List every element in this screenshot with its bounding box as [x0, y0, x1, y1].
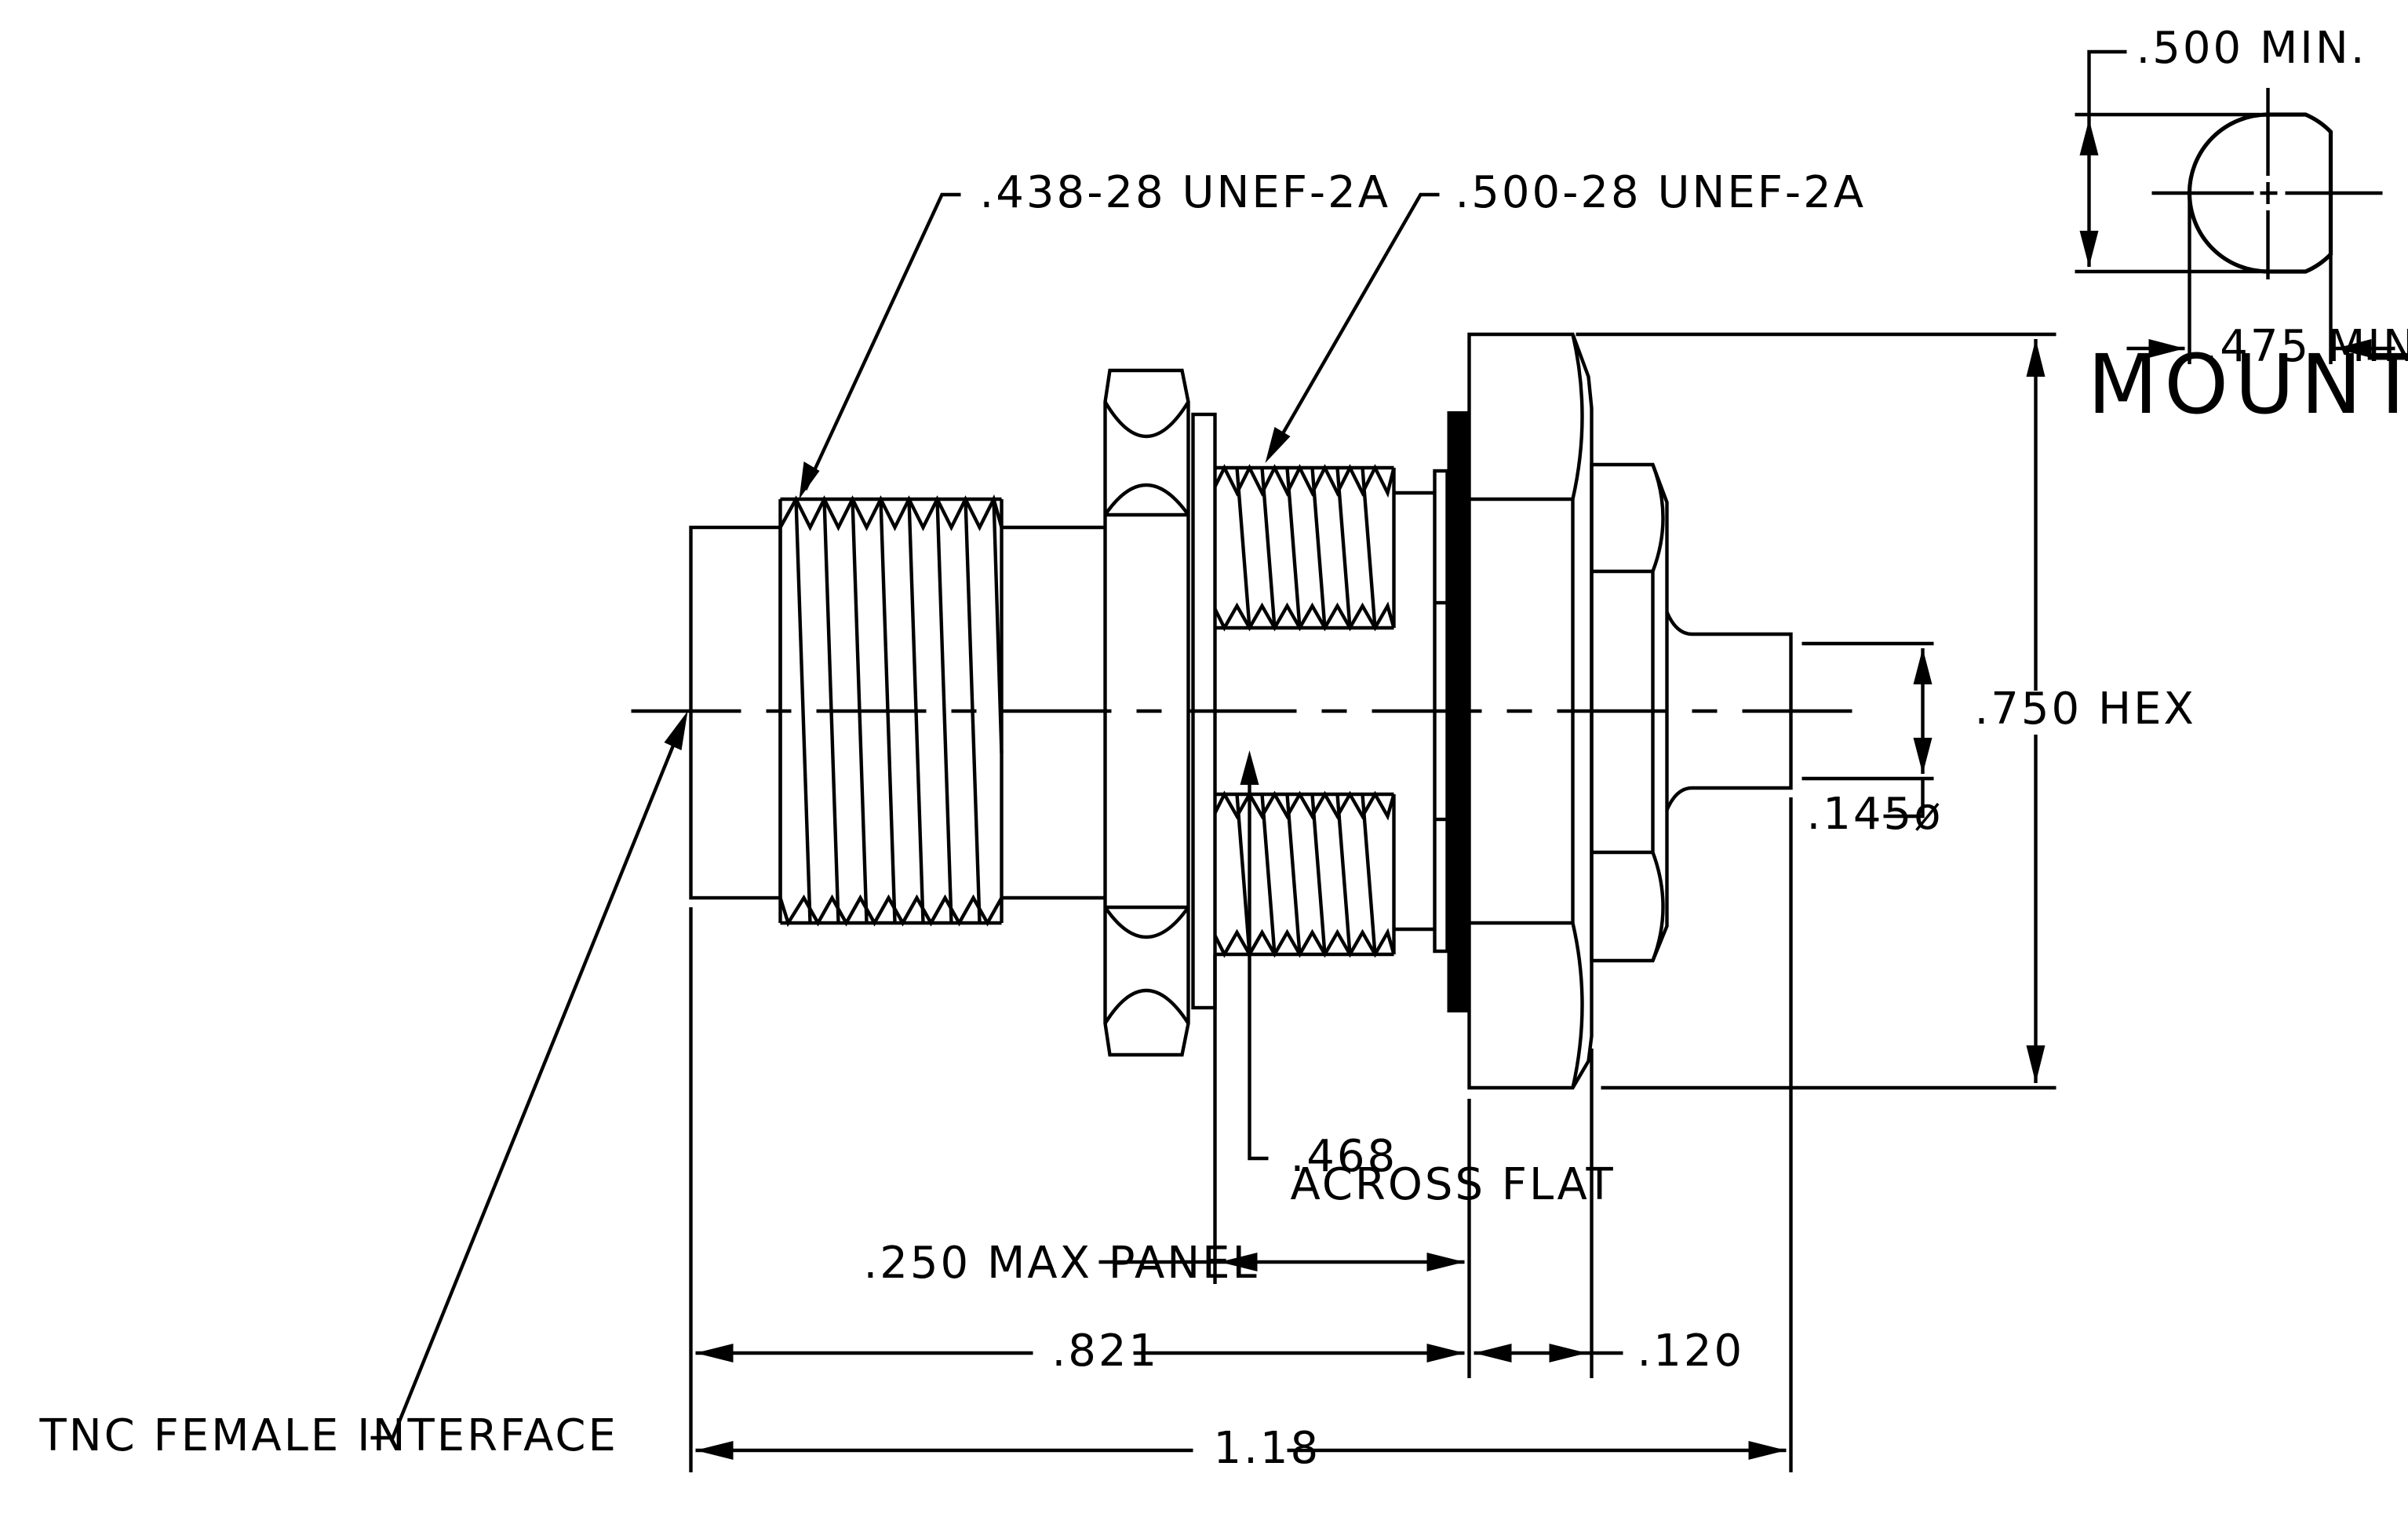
max-panel-label: .250 MAX PANEL: [864, 1238, 1259, 1289]
hex-label: .750 HEX: [1975, 684, 2196, 735]
max-panel-dimension: [1098, 1253, 1465, 1271]
across-flat-leader: [1240, 750, 1269, 1161]
across-flat-value: .468: [1291, 1131, 1398, 1182]
pin-dia-label: .145ø: [1807, 789, 1944, 840]
dim-120-label: .120: [1638, 1326, 1745, 1377]
thread-large-label: .500-28 UNEF-2A: [1455, 167, 1867, 218]
rear-hex-flange: [1467, 332, 1594, 1090]
thread-small-leader: [799, 192, 961, 499]
rear-thread-lower: [1213, 790, 1396, 958]
mount-min-475-label: .475 MIN.: [2204, 321, 2408, 372]
across-flat-text: ACROSS FLAT: [1291, 1159, 1616, 1210]
mount-min-500-label: .500 MIN.: [2137, 23, 2367, 74]
front-thread: [778, 494, 1004, 928]
extension-lines: [689, 332, 2056, 1472]
mounting-hole-title: MOUNTING HOLE: [2088, 337, 2408, 432]
hex-dimension: [2026, 339, 2046, 1083]
dim-821-label: .821: [1052, 1326, 1160, 1377]
rear-nut: [1590, 462, 1669, 963]
panel-gasket: [1447, 411, 1470, 1012]
rear-pin: [1665, 611, 1793, 811]
pin-dia-dimension: [1883, 648, 1933, 819]
front-neck: [1001, 525, 1106, 900]
thread-small-label: .438-28 UNEF-2A: [980, 167, 1391, 218]
front-hex-nut: [1103, 368, 1190, 1057]
lock-washer: [1191, 412, 1217, 1010]
mounting-hole-detail: [2075, 49, 2395, 364]
dim-118: [695, 1441, 1787, 1460]
dim-821: [695, 1344, 1465, 1362]
thread-large-leader: [1265, 192, 1440, 463]
rear-thread-upper: [1213, 464, 1396, 632]
dim-120: [1474, 1344, 1623, 1362]
interface-leader: [370, 711, 688, 1440]
dim-118-label: 1.18: [1214, 1423, 1321, 1474]
interface-label: TNC FEMALE INTERFACE: [39, 1410, 618, 1461]
